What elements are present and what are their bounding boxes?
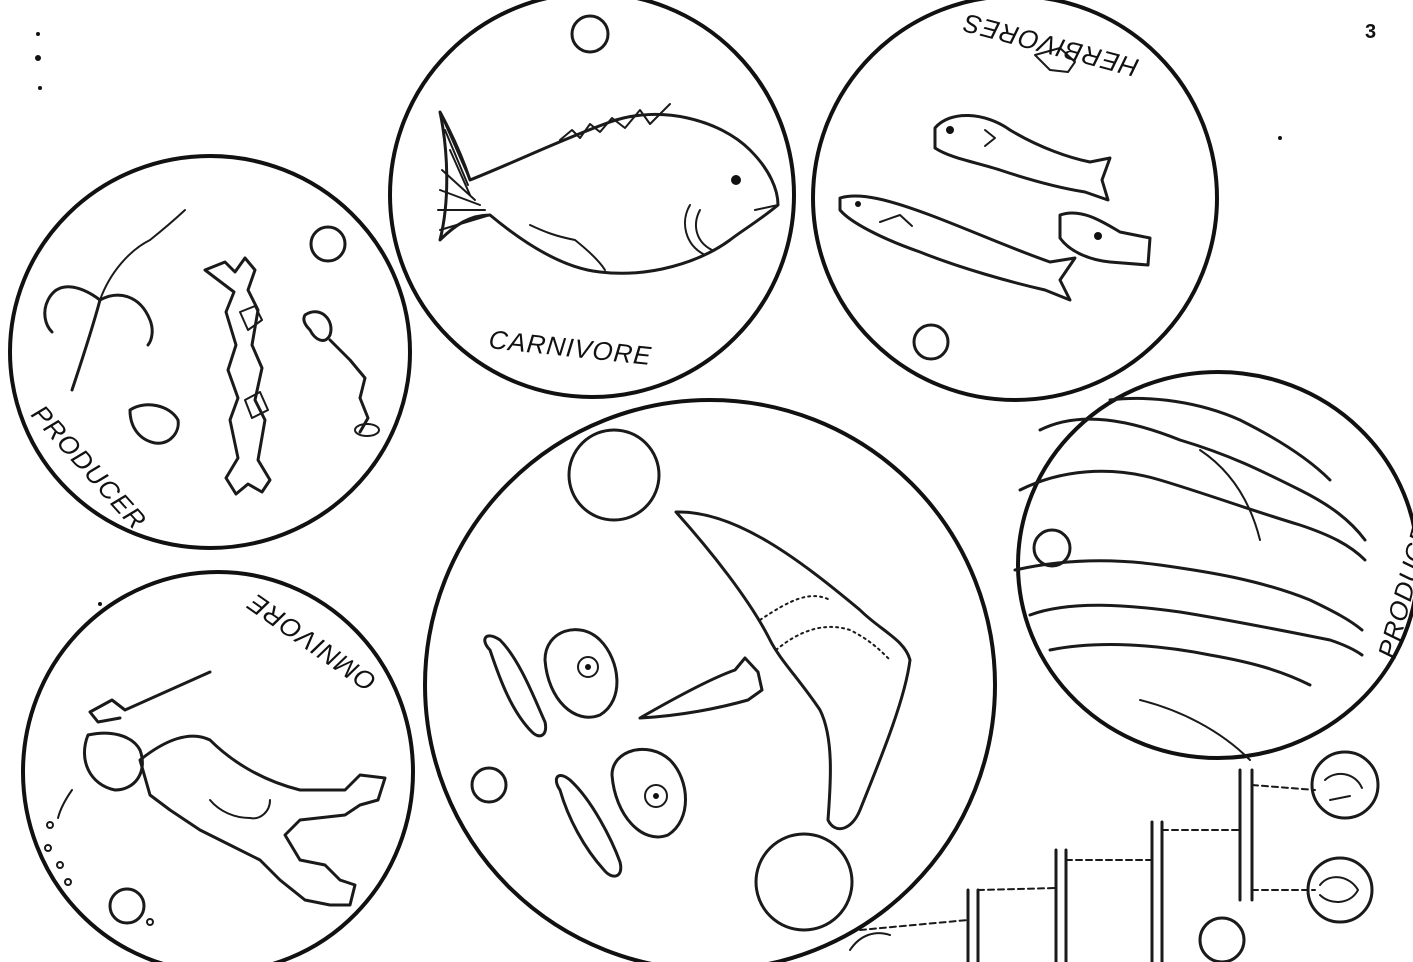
mini-disc [1312, 752, 1378, 818]
producer-label-right: PRODUCER [1372, 502, 1413, 661]
bubble-top [569, 430, 659, 520]
producer-disc-right: PRODUCER [1015, 372, 1413, 760]
hole-marker [110, 889, 144, 923]
page-number: 3 [1365, 21, 1376, 43]
hole-marker [914, 325, 948, 359]
carnivore-disc: CARNIVORE [390, 0, 794, 397]
mobile-assembly-sketch [850, 752, 1378, 962]
hole-marker [572, 16, 608, 52]
omnivore-label: OMNIVORE [242, 587, 382, 697]
hole-marker [311, 227, 345, 261]
producer-label-left: PRODUCER [26, 399, 153, 536]
producer-disc-left: PRODUCER [10, 156, 410, 548]
bubble-small [472, 768, 506, 802]
herbivores-label: HERBIVORES [959, 7, 1141, 83]
herbivores-disc: HERBIVORES [813, 0, 1217, 400]
center-face-disc [425, 400, 995, 962]
omnivore-disc: OMNIVORE [23, 572, 413, 962]
stray-marks [35, 32, 1282, 606]
bubble-bottom [756, 834, 852, 930]
diver-drawing [45, 672, 385, 925]
mini-disc [1200, 918, 1244, 962]
small-fish-group [840, 48, 1150, 300]
mini-disc [1308, 858, 1372, 922]
face-features [485, 512, 910, 876]
big-fish-drawing [438, 104, 778, 273]
hole-marker [1034, 530, 1070, 566]
kelp-drawings [1015, 398, 1365, 760]
carnivore-label: CARNIVORE [487, 324, 653, 371]
